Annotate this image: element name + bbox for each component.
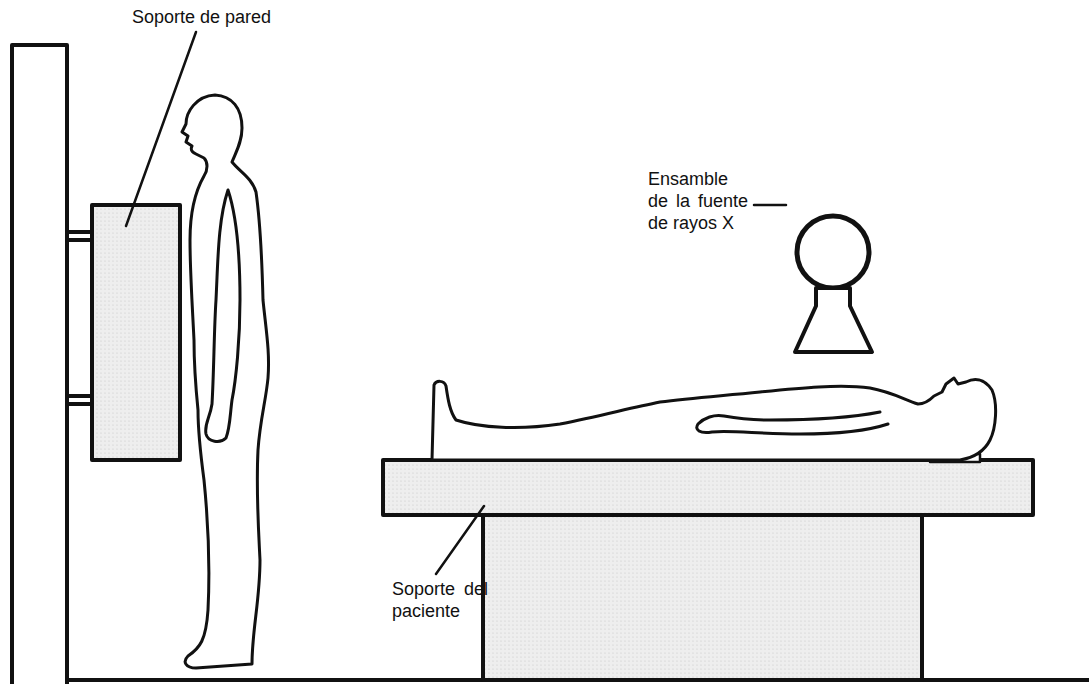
standing-person	[182, 95, 269, 668]
table-base	[483, 515, 922, 680]
stand-arm	[67, 232, 92, 240]
standing-arm	[206, 190, 240, 441]
leader-line	[754, 204, 786, 207]
leader-line	[436, 506, 484, 574]
patient-support	[383, 460, 1033, 515]
tube-mount	[795, 288, 872, 352]
stand-arm	[67, 396, 92, 404]
wall-stand	[92, 205, 180, 460]
part-label: Soporte de pared	[132, 6, 271, 28]
lying-person	[432, 378, 996, 460]
xray-tube	[797, 216, 869, 288]
lying-arm	[697, 412, 888, 434]
part-label: Soporte del paciente	[392, 578, 488, 622]
leader-line	[126, 32, 196, 226]
part-label: Ensamble de la fuente de rayos X	[648, 168, 748, 234]
wall	[12, 45, 67, 684]
